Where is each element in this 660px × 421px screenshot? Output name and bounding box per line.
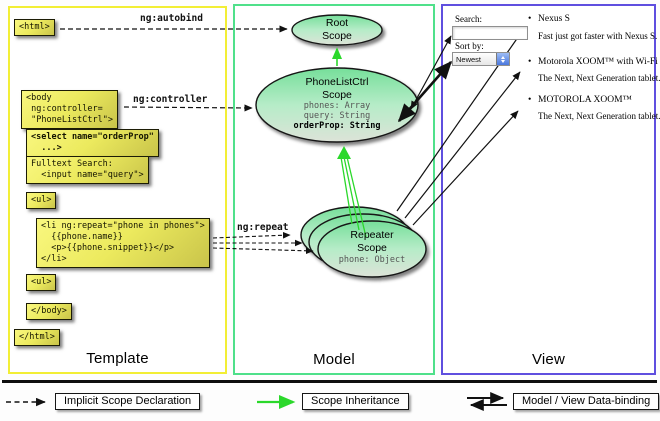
dropdown-stepper-icon bbox=[496, 53, 509, 65]
list-item-title: •Motorola XOOM™ with Wi-Fi bbox=[528, 57, 658, 67]
sort-by-label: Sort by: bbox=[455, 41, 484, 51]
sort-dropdown-value: Newest bbox=[456, 54, 482, 64]
ng-autobind-label: ng:autobind bbox=[140, 13, 203, 24]
code-ul-close: <ul> bbox=[26, 274, 57, 292]
list-item-desc: The Next, Next Generation tablet. bbox=[538, 111, 660, 121]
code-fulltext: Fulltext Search: <input name="query"> bbox=[26, 156, 149, 185]
search-input[interactable] bbox=[452, 26, 528, 40]
code-ul-open: <ul> bbox=[26, 192, 57, 210]
repeater-scope-prop: phone: Object bbox=[338, 255, 406, 265]
legend-implicit-scope: Implicit Scope Declaration bbox=[55, 393, 201, 410]
search-label: Search: bbox=[455, 14, 482, 24]
legend-scope-inheritance: Scope Inheritance bbox=[302, 393, 409, 410]
code-select: <select name="orderProp" ...> bbox=[26, 129, 159, 158]
code-html-open: <html> bbox=[14, 19, 55, 37]
list-item-desc: Fast just got faster with Nexus S. bbox=[538, 31, 658, 41]
code-body-close: </body> bbox=[26, 303, 72, 321]
view-panel-label: View bbox=[531, 351, 566, 368]
bullet-icon: • bbox=[528, 95, 532, 105]
root-scope-title: Root Scope bbox=[322, 17, 352, 42]
code-li-repeat: <li ng:repeat="phone in phones"> {{phone… bbox=[36, 218, 210, 269]
list-item-title: •Nexus S bbox=[528, 14, 570, 24]
list-item-desc: The Next, Next Generation tablet. bbox=[538, 73, 660, 83]
code-body-open: <body ng:controller= "PhoneListCtrl"> bbox=[21, 90, 118, 130]
legend-divider bbox=[2, 380, 657, 383]
legend-data-binding: Model / View Data-binding bbox=[513, 393, 660, 410]
phonelistctrl-prop-orderprop: orderProp: String bbox=[293, 121, 381, 131]
sort-dropdown[interactable]: Newest bbox=[452, 52, 510, 66]
ng-repeat-label: ng:repeat bbox=[237, 222, 289, 233]
code-html-close: </html> bbox=[14, 329, 60, 347]
repeater-scope-title: Repeater Scope bbox=[350, 229, 394, 254]
ng-controller-label: ng:controller bbox=[133, 94, 208, 105]
list-item-title: •MOTOROLA XOOM™ bbox=[528, 95, 632, 105]
bullet-icon: • bbox=[528, 57, 532, 67]
model-panel-label: Model bbox=[313, 351, 355, 368]
phonelistctrl-title: PhoneListCtrl Scope bbox=[305, 76, 369, 101]
template-panel-label: Template bbox=[86, 350, 149, 367]
bullet-icon: • bbox=[528, 14, 532, 24]
